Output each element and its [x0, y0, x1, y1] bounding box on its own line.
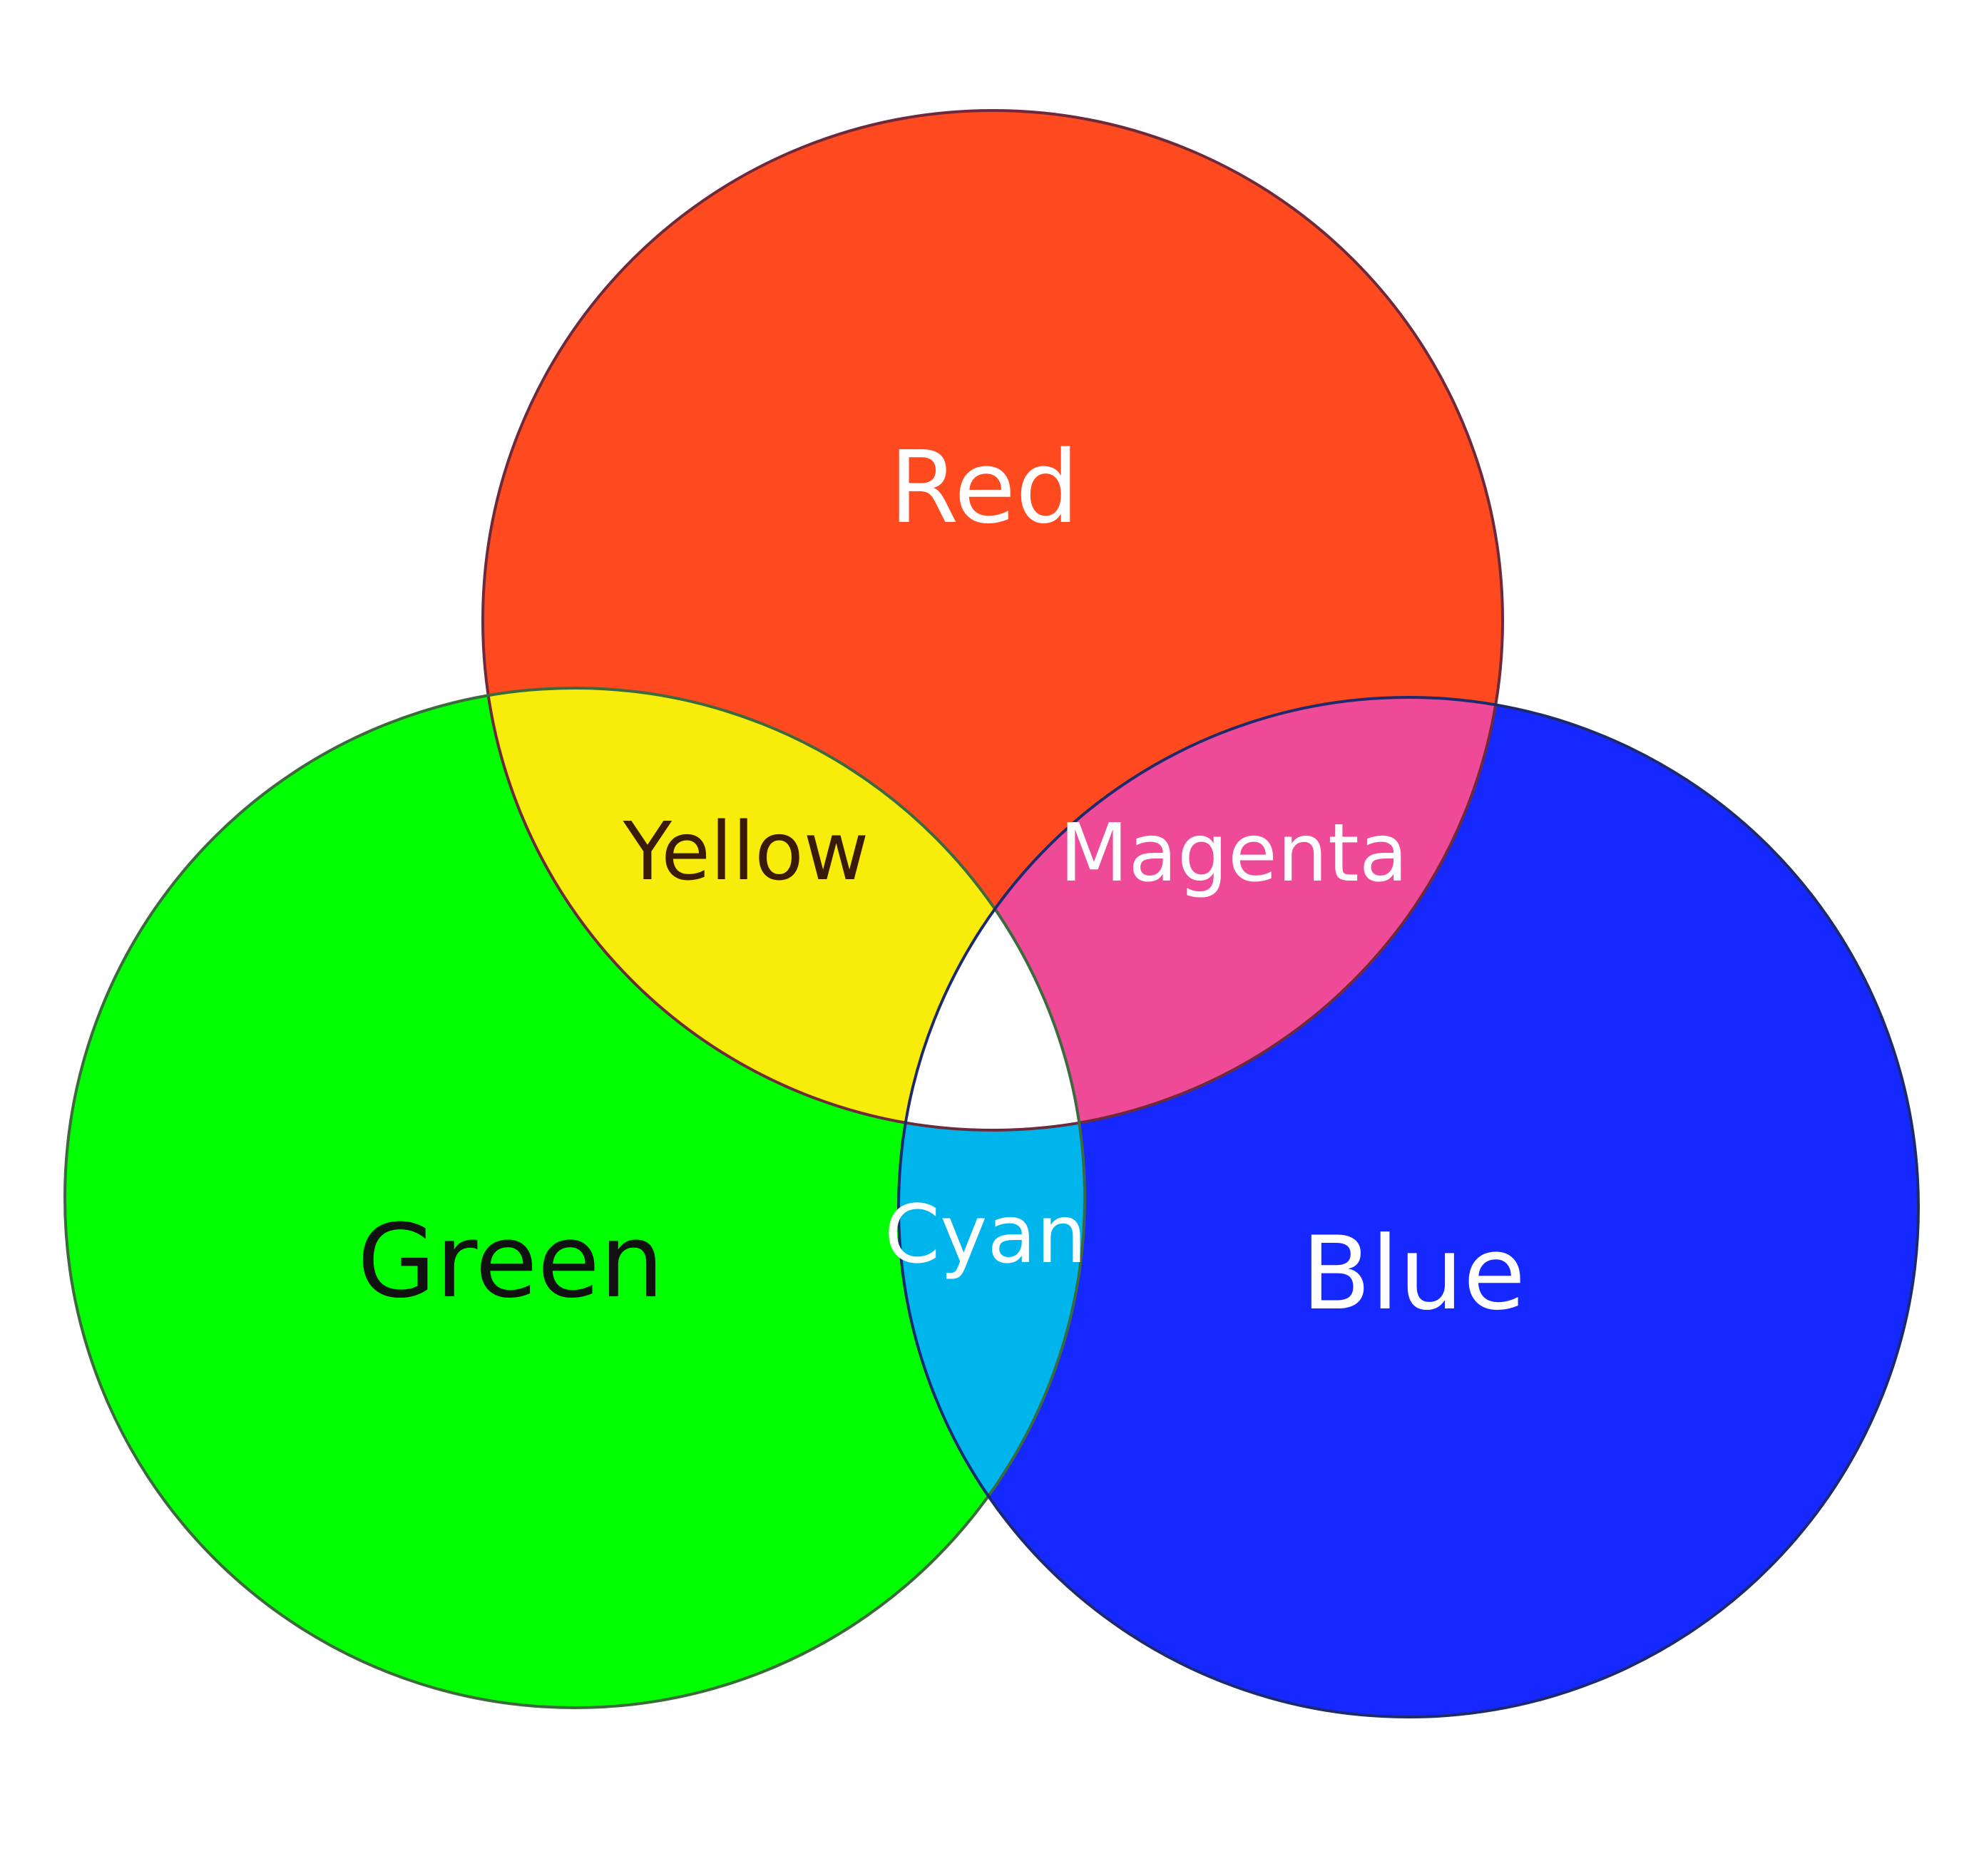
yellow-label: Yellow [623, 806, 869, 898]
magenta-label: Magenta [1060, 807, 1408, 900]
blue-label: Blue [1302, 1215, 1525, 1333]
green-label: Green [357, 1203, 664, 1321]
cyan-label: Cyan [884, 1189, 1087, 1281]
green-circle-outline [63, 687, 1086, 1709]
red-label: Red [889, 430, 1079, 546]
yellow-overlap [483, 688, 1085, 1130]
red-circle-outline [481, 109, 1504, 1132]
magenta-overlap [899, 697, 1503, 1130]
blue-circle-outline [897, 696, 1920, 1718]
